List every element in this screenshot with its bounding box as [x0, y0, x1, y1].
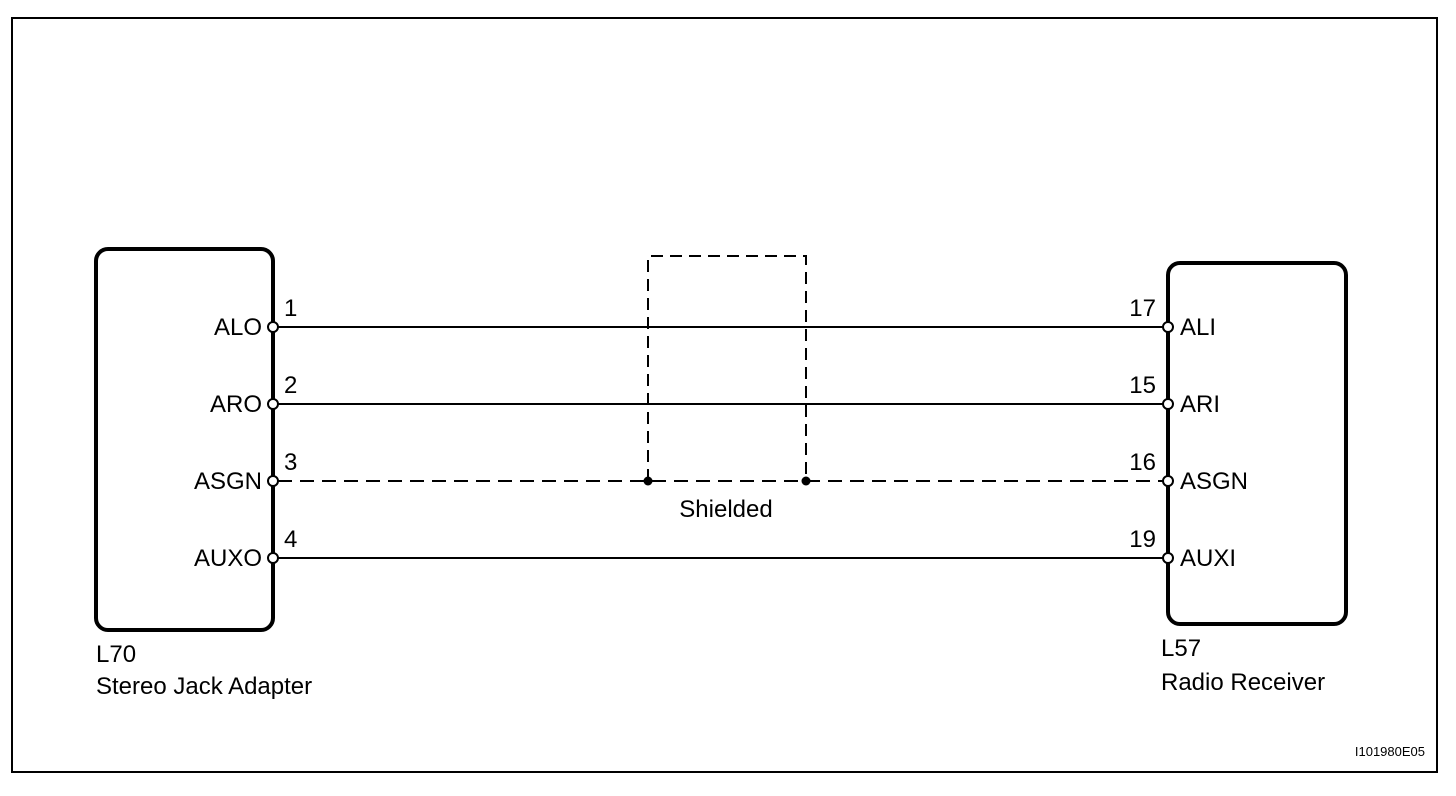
pin-signal-label: ALI — [1180, 314, 1216, 341]
terminal-circle — [267, 475, 279, 487]
diagram-frame — [11, 17, 1438, 773]
shield-label: Shielded — [679, 496, 772, 523]
pin-number-label: 3 — [284, 449, 297, 476]
component-code: L57 — [1161, 635, 1201, 662]
component-code: L70 — [96, 641, 136, 668]
shield-outline — [647, 255, 807, 481]
shield-junction-dot — [643, 476, 653, 486]
figure-code: I101980E05 — [1355, 744, 1425, 759]
component-box-l57 — [1166, 261, 1348, 626]
terminal-circle — [1162, 398, 1174, 410]
pin-signal-label: ARO — [210, 391, 262, 418]
pin-number-label: 15 — [1129, 372, 1156, 399]
pin-signal-label: ASGN — [194, 468, 262, 495]
component-name: Stereo Jack Adapter — [96, 673, 312, 700]
pin-signal-label: ARI — [1180, 391, 1220, 418]
pin-number-label: 17 — [1129, 295, 1156, 322]
pin-number-label: 16 — [1129, 449, 1156, 476]
pin-signal-label: ASGN — [1180, 468, 1248, 495]
pin-number-label: 1 — [284, 295, 297, 322]
pin-number-label: 2 — [284, 372, 297, 399]
component-name: Radio Receiver — [1161, 669, 1325, 696]
pin-signal-label: ALO — [214, 314, 262, 341]
pin-signal-label: AUXI — [1180, 545, 1236, 572]
pin-signal-label: AUXO — [194, 545, 262, 572]
pin-number-label: 19 — [1129, 526, 1156, 553]
terminal-circle — [1162, 552, 1174, 564]
terminal-circle — [1162, 475, 1174, 487]
terminal-circle — [267, 321, 279, 333]
pin-number-label: 4 — [284, 526, 297, 553]
terminal-circle — [1162, 321, 1174, 333]
component-box-l70 — [94, 247, 275, 632]
terminal-circle — [267, 398, 279, 410]
shield-junction-dot — [801, 476, 811, 486]
terminal-circle — [267, 552, 279, 564]
